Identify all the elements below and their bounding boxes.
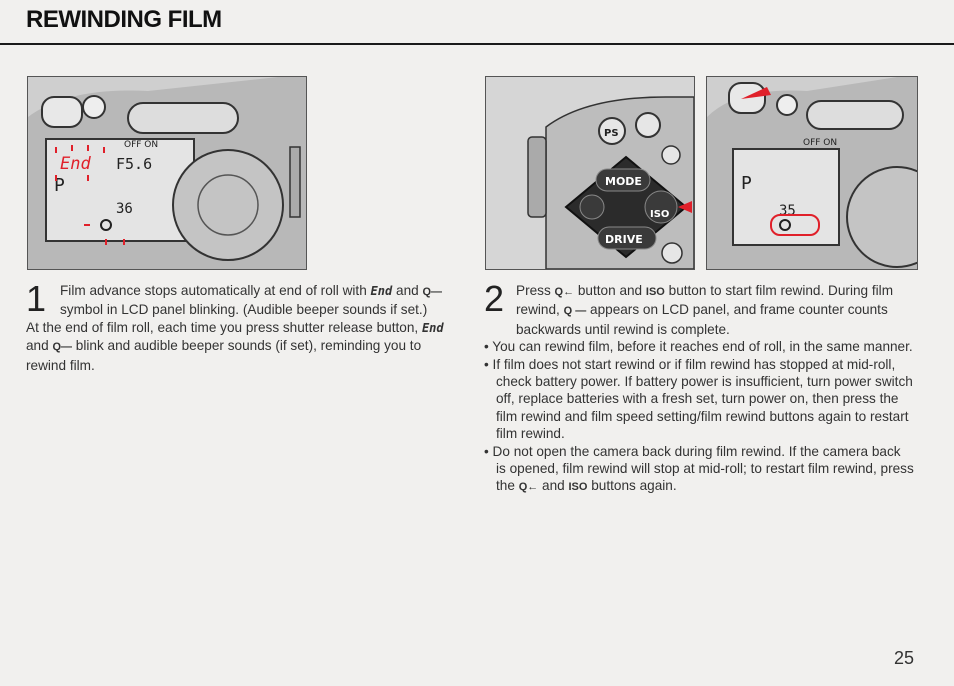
bullet-item: • You can rewind film, before it reaches… xyxy=(484,339,913,355)
step-1-text: Film advance stops automatically at end … xyxy=(26,283,444,373)
lcd-panel xyxy=(45,138,195,242)
step-2-text: Press Q← button and ISO button to start … xyxy=(484,282,914,497)
title-rule xyxy=(0,43,954,45)
lcd-frames: 35 xyxy=(779,203,796,219)
rewind-button-icon: Q← xyxy=(518,481,539,494)
ps-button-icon xyxy=(598,117,626,145)
illustration-lcd-rewind: OFF ON P 35 xyxy=(706,76,918,270)
lcd-end-text: End xyxy=(60,154,91,174)
command-dial-icon xyxy=(172,149,284,261)
page-number: 25 xyxy=(894,648,915,668)
iso-button-icon: ISO xyxy=(645,286,665,298)
arrow-icon xyxy=(741,87,771,99)
lcd-mode: P xyxy=(54,175,65,196)
lcd-aperture: F5.6 xyxy=(116,155,152,173)
off-on-label: OFF ON xyxy=(124,140,158,150)
lcd-frames: 36 xyxy=(116,201,133,217)
rewind-symbol-icon: Q — xyxy=(563,305,587,318)
illustration-lcd-end: OFF ON End F5.6 P 36 xyxy=(27,76,307,270)
drive-button-label: DRIVE xyxy=(605,233,643,246)
bullet-item: • If film does not start rewind or if fi… xyxy=(484,356,913,442)
rewind-button-icon: Q← xyxy=(554,286,575,298)
iso-button-label: ISO xyxy=(650,209,669,220)
rewind-symbol-icon xyxy=(100,219,112,231)
page-title: REWINDING FILM xyxy=(26,6,222,33)
rewind-symbol-icon: Q— xyxy=(52,341,73,354)
step-2-number: 2 xyxy=(484,278,505,319)
svg-text:OFF ON: OFF ON xyxy=(803,138,837,148)
rewind-symbol-icon xyxy=(779,219,791,231)
rewind-symbol-icon: Q— xyxy=(422,286,443,298)
bullet-item: • Do not open the camera back during fil… xyxy=(484,443,914,494)
arrow-icon xyxy=(678,201,692,213)
command-dial-icon xyxy=(846,166,917,268)
svg-text:PS: PS xyxy=(604,128,619,139)
mode-button-label: MODE xyxy=(605,175,642,188)
illustration-camera-buttons: PS MODE DRIVE ISO xyxy=(485,76,695,270)
rewind-button-icon xyxy=(41,96,83,128)
iso-button-icon: ISO xyxy=(568,481,588,494)
svg-text:P: P xyxy=(741,173,752,194)
step-1-number: 1 xyxy=(26,278,47,319)
